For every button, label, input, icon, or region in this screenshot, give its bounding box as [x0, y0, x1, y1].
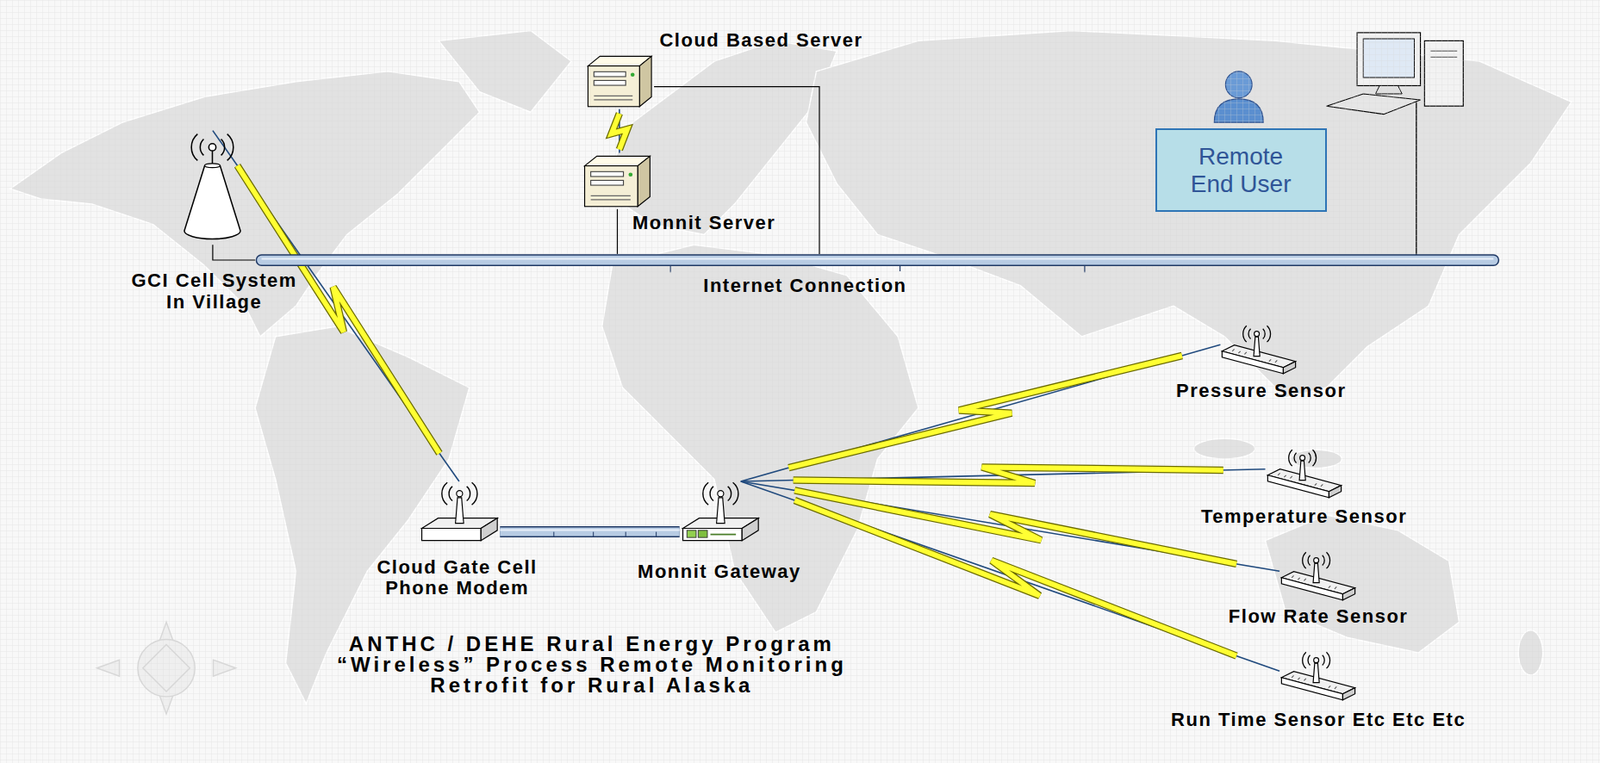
- internet-bus: Internet Connection: [255, 254, 1501, 298]
- pipe-tick: [592, 532, 594, 538]
- network-line: [616, 209, 618, 255]
- run-time-sensor: Run Time Sensor Etc Etc Etc: [1170, 651, 1466, 732]
- lightning-outline: [611, 113, 628, 150]
- link-line: [740, 344, 1221, 482]
- sensor-icon: [1220, 324, 1298, 376]
- link-line: [212, 244, 256, 261]
- cloud-server: Cloud Based Server: [585, 30, 864, 110]
- node-label: Monnit Gateway: [637, 561, 802, 584]
- flow-rate-sensor-icon: [1279, 551, 1358, 603]
- node-label: Monnit Server: [632, 212, 776, 235]
- pressure-sensor: Pressure Sensor: [1176, 324, 1346, 403]
- wireless-link: [611, 109, 628, 154]
- wireless-link: [740, 467, 1266, 485]
- cell-modem: Cloud Gate Cell Phone Modem: [364, 481, 550, 600]
- run-time-sensor-icon: [1279, 651, 1358, 703]
- temperature-sensor: Temperature Sensor: [1201, 448, 1408, 529]
- lightning-outline: [237, 165, 441, 454]
- temperature-sensor-icon: [1265, 448, 1344, 500]
- pipe-highlight: [499, 529, 679, 532]
- cell-modem-icon: [418, 481, 501, 549]
- lightning-outline: [793, 467, 1224, 485]
- pipe-fill: [499, 528, 679, 537]
- monnit-gateway-icon: [679, 481, 762, 549]
- wireless-link: [740, 481, 1280, 572]
- sensor-icon: [1279, 651, 1358, 703]
- cloud-server-icon: [585, 53, 655, 110]
- sensor-icon: [1265, 448, 1344, 500]
- cable-link: [499, 530, 679, 538]
- server-icon: [581, 153, 654, 210]
- internet-bus-icon: [255, 254, 1501, 267]
- lightning-bolt: [793, 467, 1224, 485]
- internet-bus-bar: [255, 254, 1501, 267]
- lightning-bolt: [794, 500, 1237, 657]
- lightning-bolt: [237, 165, 441, 454]
- server-icon: [585, 53, 655, 110]
- monnit-gateway: Monnit Gateway: [637, 481, 802, 584]
- monnit-server: Monnit Server: [581, 153, 776, 235]
- node-label: Flow Rate Sensor: [1228, 606, 1409, 629]
- node-label: Temperature Sensor: [1201, 506, 1408, 529]
- lightning-outline: [794, 500, 1237, 657]
- node-label: Cloud Gate Cell Phone Modem: [364, 557, 550, 600]
- modem-icon: [418, 481, 501, 549]
- pressure-sensor-icon: [1220, 324, 1298, 376]
- cell-tower-icon: [179, 130, 246, 246]
- box-text: Remote End User: [1180, 143, 1302, 199]
- link-line: [740, 481, 1280, 572]
- cell-tower: GCI Cell System In Village: [125, 130, 303, 314]
- node-label: Run Time Sensor Etc Etc Etc: [1170, 709, 1466, 732]
- lightning-bolt: [611, 113, 628, 150]
- diagram-title: ANTHC / DEHE Rural Energy Program “Wirel…: [311, 634, 872, 697]
- flow-rate-sensor: Flow Rate Sensor: [1228, 551, 1409, 629]
- network-line: [212, 244, 256, 261]
- node-label: Cloud Based Server: [659, 30, 863, 52]
- lightning-bolt: [788, 355, 1183, 468]
- wireless-link: [740, 344, 1221, 482]
- lightning-outline: [788, 355, 1183, 468]
- pipe-tick: [625, 532, 627, 538]
- gateway-icon: [679, 481, 762, 549]
- pipe-outline: [499, 526, 679, 538]
- pipe-tick: [655, 532, 657, 538]
- cell-tower-icon: [179, 130, 246, 246]
- monnit-server-icon: [581, 153, 654, 210]
- node-label: GCI Cell System In Village: [125, 270, 303, 313]
- remote-user-box: Remote End User: [1155, 128, 1327, 212]
- node-label: Pressure Sensor: [1176, 380, 1346, 403]
- link-line: [616, 209, 618, 255]
- node-label: Internet Connection: [703, 275, 907, 298]
- sensor-icon: [1279, 551, 1358, 603]
- pipe-tick: [553, 532, 555, 538]
